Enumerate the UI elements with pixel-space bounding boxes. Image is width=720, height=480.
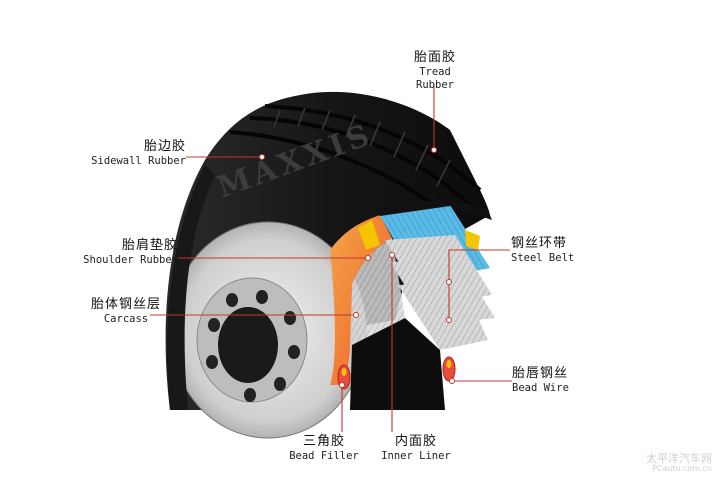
shoulder-filler-right bbox=[465, 230, 480, 250]
label-bead-filler: 三角胶 Bead Filler bbox=[284, 434, 364, 463]
label-steel-belt-cn: 钢丝环带 bbox=[511, 236, 568, 251]
label-shoulder-rubber: 胎肩垫胶 Shoulder Rubber bbox=[70, 238, 178, 267]
label-sidewall-rubber: 胎边胶 Sidewall Rubber bbox=[86, 139, 186, 168]
label-bead-wire: 胎唇钢丝 Bead Wire bbox=[512, 366, 602, 395]
watermark-line2: PCauto.com.cn bbox=[652, 464, 712, 474]
label-bead-wire-cn: 胎唇钢丝 bbox=[512, 366, 569, 381]
label-tread-rubber: 胎面胶 Tread Rubber bbox=[398, 50, 472, 93]
label-bead-wire-en: Bead Wire bbox=[512, 382, 569, 395]
watermark-line1: 太平洋汽车网 bbox=[646, 452, 712, 466]
shoulder-filler-left bbox=[358, 220, 380, 250]
hub bbox=[218, 307, 278, 383]
label-tread-rubber-en: Tread Rubber bbox=[416, 66, 454, 92]
label-shoulder-rubber-cn: 胎肩垫胶 bbox=[121, 238, 178, 253]
label-bead-filler-en: Bead Filler bbox=[289, 450, 359, 463]
watermark: 太平洋汽车网 PCauto.com.cn bbox=[646, 453, 712, 474]
label-inner-liner-en: Inner Liner bbox=[381, 450, 451, 463]
label-carcass: 胎体钢丝层 Carcass bbox=[76, 297, 176, 326]
tread-blocks bbox=[273, 107, 451, 187]
leader-dots bbox=[259, 147, 455, 388]
tread-rubber-cut bbox=[372, 198, 492, 220]
label-shoulder-rubber-en: Shoulder Rubber bbox=[83, 254, 178, 267]
label-sidewall-rubber-en: Sidewall Rubber bbox=[91, 155, 186, 168]
lug-holes bbox=[206, 290, 300, 402]
label-inner-liner: 内面胶 Inner Liner bbox=[374, 434, 458, 463]
label-inner-liner-cn: 内面胶 bbox=[394, 434, 437, 449]
label-bead-filler-cn: 三角胶 bbox=[302, 434, 345, 449]
label-carcass-en: Carcass bbox=[103, 313, 149, 326]
belt-layer-4 bbox=[398, 282, 488, 350]
label-sidewall-rubber-cn: 胎边胶 bbox=[143, 139, 186, 154]
label-carcass-cn: 胎体钢丝层 bbox=[90, 297, 161, 312]
label-steel-belt: 钢丝环带 Steel Belt bbox=[511, 236, 601, 265]
leader-lines bbox=[150, 84, 512, 432]
label-steel-belt-en: Steel Belt bbox=[511, 252, 575, 265]
label-tread-rubber-cn: 胎面胶 bbox=[413, 50, 456, 65]
